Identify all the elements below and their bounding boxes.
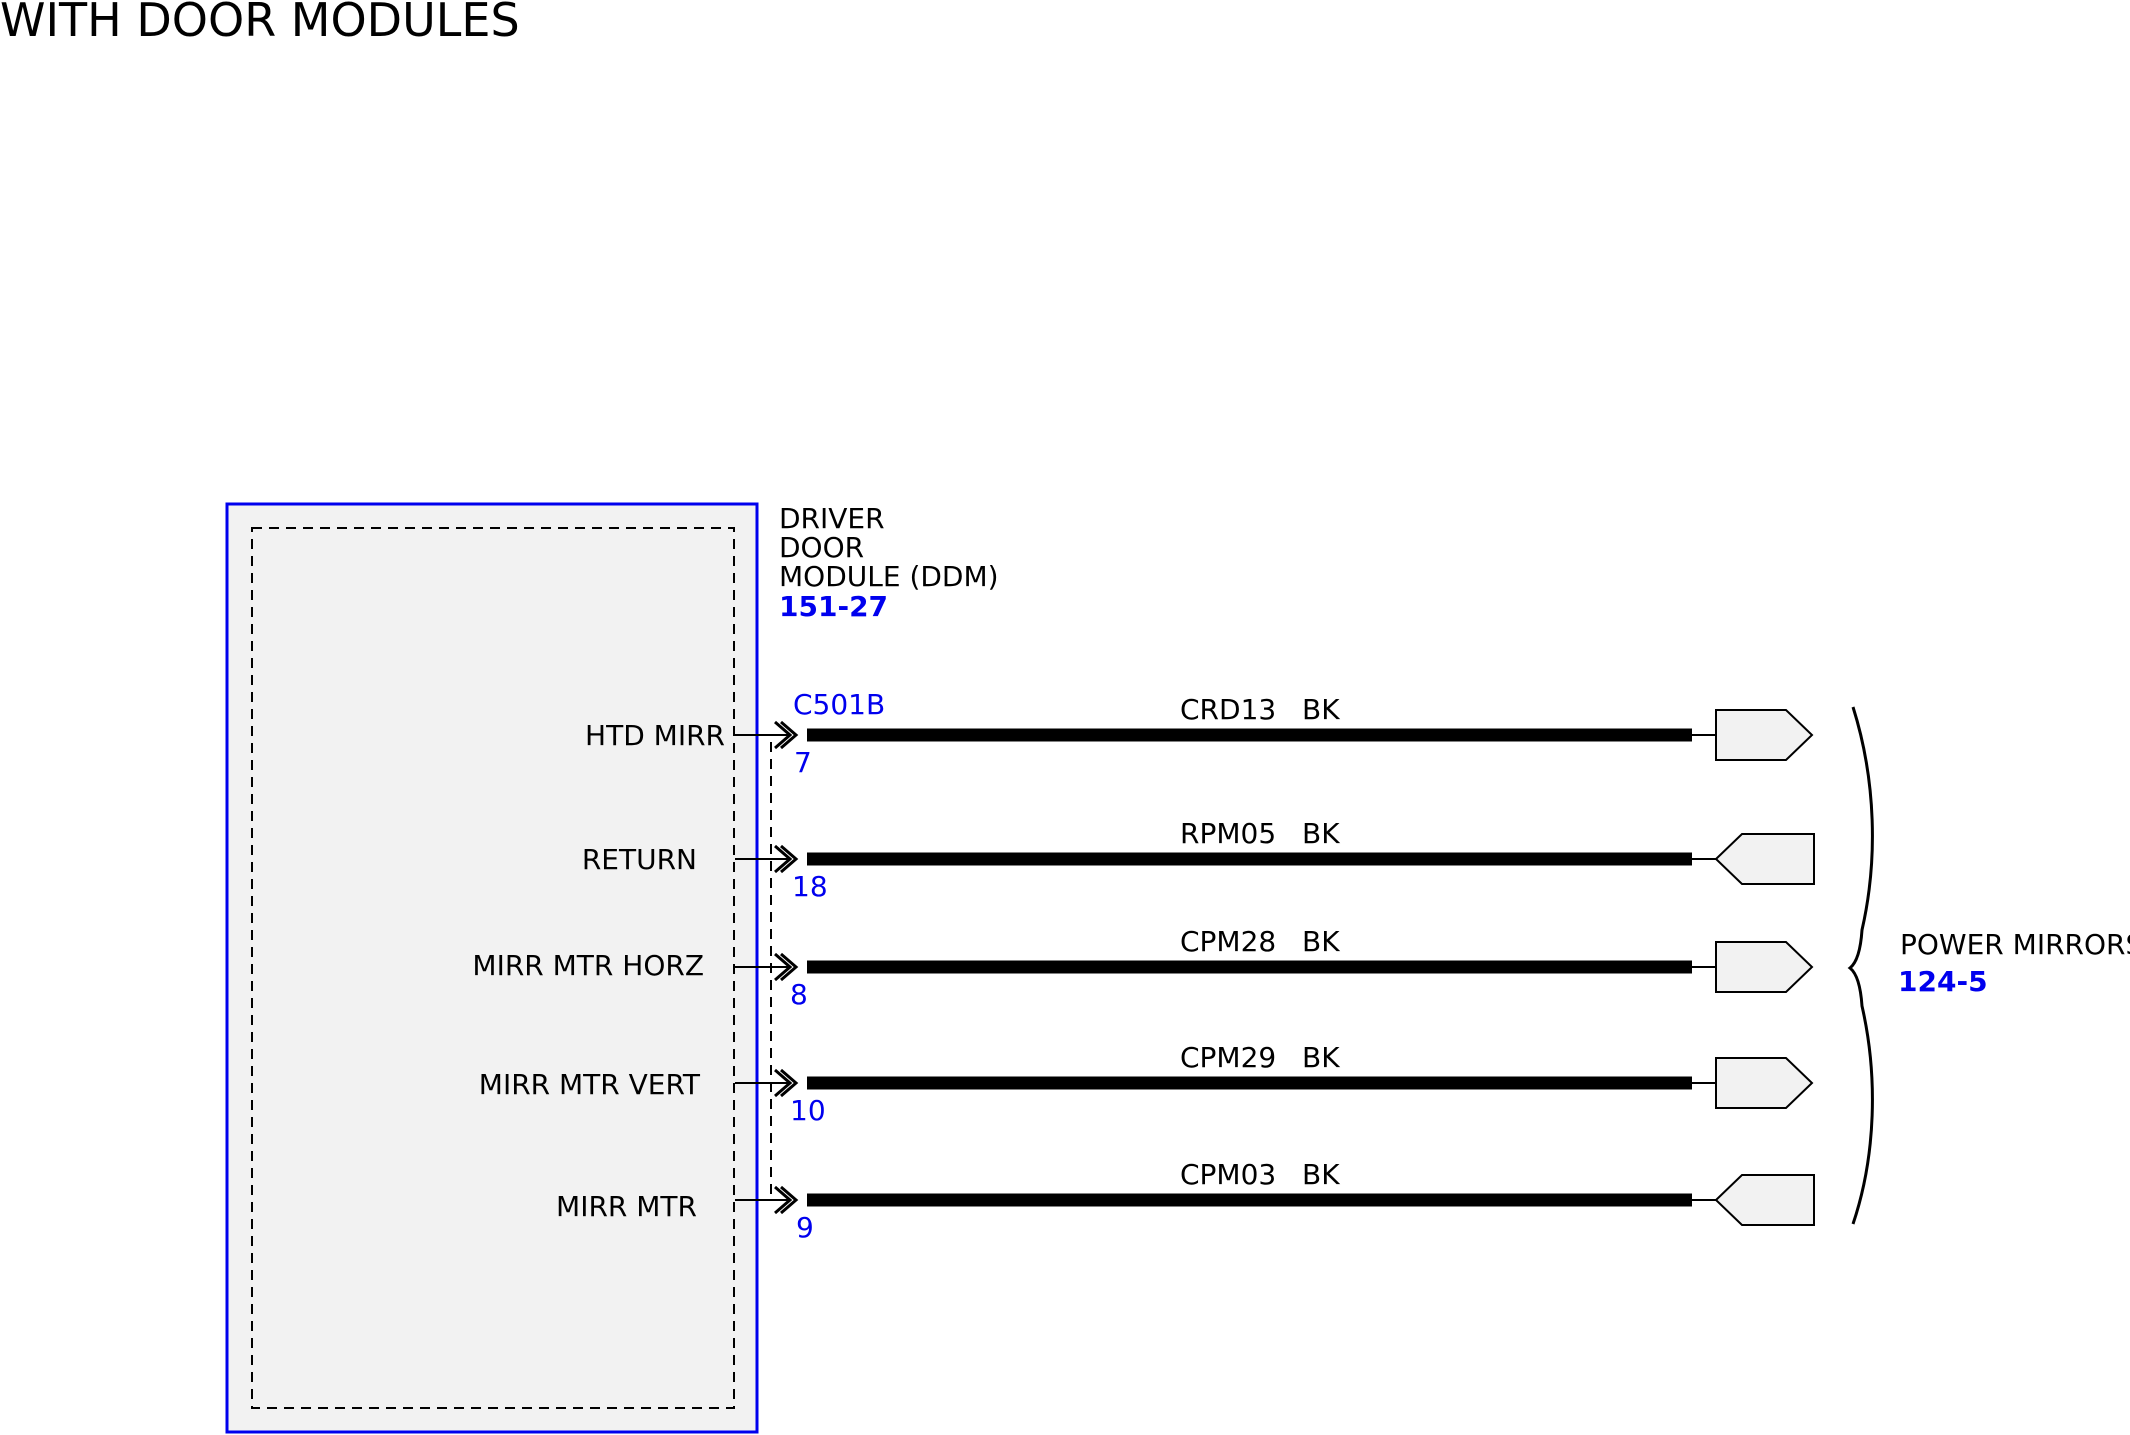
module-label: DRIVER DOOR MODULE (DDM) 151-27: [779, 502, 999, 623]
wire-color: BK: [1302, 817, 1340, 850]
connector-pin-icon: [774, 844, 799, 874]
connector-pin-icon: [774, 1068, 799, 1098]
wire-color: BK: [1302, 1158, 1340, 1191]
destination-label: POWER MIRRORS 124-5: [1898, 928, 2130, 998]
pin-number: 10: [790, 1094, 826, 1127]
circuit-row-5[interactable]: MIRR MTR 9 CPM03 BK: [556, 1158, 1815, 1244]
pin-label: MIRR MTR: [556, 1190, 697, 1223]
module-ref-link[interactable]: 151-27: [779, 590, 888, 623]
pin-label: RETURN: [582, 843, 697, 876]
connector-id: C501B: [793, 688, 885, 721]
wire-color: BK: [1302, 693, 1340, 726]
circuit-row-1[interactable]: HTD MIRR 7 CRD13 BK: [585, 693, 1814, 779]
destination-ref-link[interactable]: 124-5: [1898, 965, 1988, 998]
module-name-line-1: DRIVER: [779, 502, 885, 535]
driver-door-module[interactable]: [225, 502, 759, 1434]
terminal-out-arrow-icon: [1715, 1057, 1814, 1109]
connector-pin-icon: [774, 952, 799, 982]
module-internal-boundary: [251, 527, 735, 1409]
circuit-id: CPM28: [1180, 925, 1276, 958]
destination-name: POWER MIRRORS: [1900, 928, 2130, 961]
module-outline: [225, 502, 759, 1434]
pin-label: MIRR MTR VERT: [479, 1068, 701, 1101]
pin-number: 18: [792, 870, 828, 903]
connector-pin-icon: [774, 1185, 799, 1215]
wire-color: BK: [1302, 1041, 1340, 1074]
pin-number: 7: [794, 746, 812, 779]
connector-pin-icon: [774, 720, 799, 750]
grouping-brace-icon: [1847, 706, 1874, 1225]
wire-color: BK: [1302, 925, 1340, 958]
circuit-id: CPM29: [1180, 1041, 1276, 1074]
circuit-row-3[interactable]: MIRR MTR HORZ 8 CPM28 BK: [472, 925, 1814, 1011]
module-name-line-3: MODULE (DDM): [779, 560, 999, 593]
module-name-line-2: DOOR: [779, 531, 864, 564]
terminal-in-arrow-icon: [1714, 1174, 1815, 1226]
circuit-row-2[interactable]: RETURN 18 RPM05 BK: [582, 817, 1815, 903]
pin-number: 8: [790, 978, 808, 1011]
pin-label: MIRR MTR HORZ: [472, 949, 704, 982]
terminal-out-arrow-icon: [1715, 709, 1814, 761]
terminal-out-arrow-icon: [1715, 941, 1814, 993]
circuit-id: CRD13: [1180, 693, 1276, 726]
pin-number: 9: [796, 1211, 814, 1244]
circuit-id: CPM03: [1180, 1158, 1276, 1191]
circuit-id: RPM05: [1180, 817, 1276, 850]
terminal-in-arrow-icon: [1714, 833, 1815, 885]
circuit-row-4[interactable]: MIRR MTR VERT 10 CPM29 BK: [479, 1041, 1814, 1127]
pin-label: HTD MIRR: [585, 719, 725, 752]
diagram-title: WITH DOOR MODULES: [0, 0, 520, 47]
